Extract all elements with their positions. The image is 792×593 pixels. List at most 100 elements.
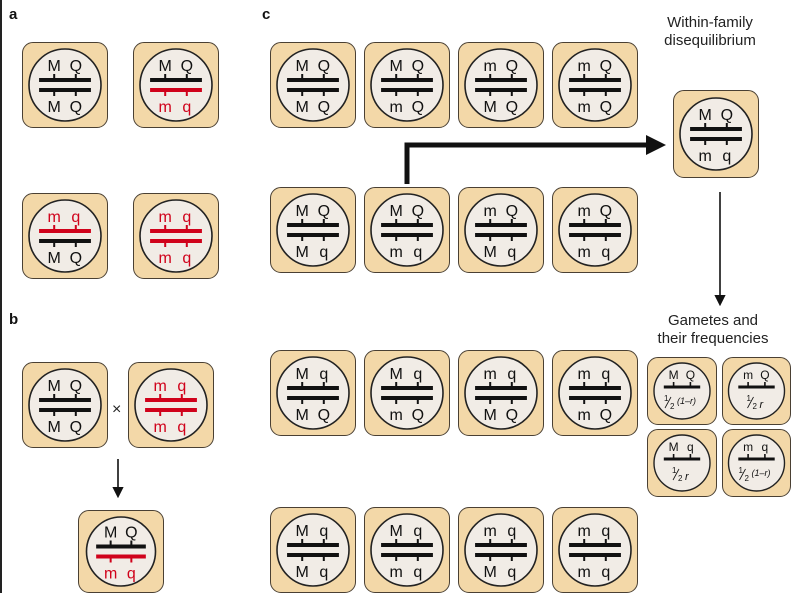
allele-top-left: M [48, 58, 61, 75]
allele-top-left: M [390, 203, 403, 220]
allele-bottom-right: Q [412, 99, 424, 116]
nucleus [558, 356, 632, 430]
freq-numerator: 1 [664, 394, 669, 403]
allele-bottom-left: m [390, 244, 403, 261]
allele-top-right: q [413, 366, 422, 383]
allele-top-right: Q [70, 58, 82, 75]
nucleus [558, 48, 632, 122]
freq-denominator: 2 [753, 402, 758, 411]
allele-bottom-right: q [413, 564, 422, 581]
allele-top-left: m [578, 58, 591, 75]
allele-bottom-right: Q [506, 99, 518, 116]
allele-bottom-left: m [578, 99, 591, 116]
allele-top-left: M [104, 525, 117, 542]
nucleus [558, 193, 632, 267]
allele-bottom-left: M [484, 99, 497, 116]
allele-top-right: q [601, 523, 610, 540]
allele-bottom-left: M [296, 244, 309, 261]
allele-bottom-right: q [182, 99, 191, 116]
allele-right: q [762, 440, 769, 454]
nucleus [276, 356, 350, 430]
nucleus [727, 362, 786, 420]
allele-top-right: Q [181, 58, 193, 75]
arrow-to-within-family [404, 135, 666, 184]
allele-right: Q [760, 368, 769, 382]
allele-bottom-right: Q [600, 99, 612, 116]
allele-top-right: Q [600, 58, 612, 75]
within-family-caption-line2: disequilibrium [664, 32, 756, 49]
freq-denominator: 2 [745, 474, 750, 483]
allele-top-right: q [319, 366, 328, 383]
nucleus [370, 356, 444, 430]
allele-right: q [687, 440, 694, 454]
allele-top-left: M [296, 58, 309, 75]
nucleus [85, 516, 157, 587]
allele-top-right: Q [506, 58, 518, 75]
nucleus [370, 193, 444, 267]
allele-bottom-left: m [390, 99, 403, 116]
allele-top-right: Q [412, 58, 424, 75]
allele-top-left: m [484, 523, 497, 540]
allele-top-right: q [413, 523, 422, 540]
nucleus [28, 199, 102, 273]
within-family-caption-line1: Within-family [667, 14, 753, 31]
freq-slash [739, 468, 746, 481]
allele-top-left: m [154, 378, 167, 395]
allele-bottom-right: q [507, 244, 516, 261]
allele-bottom-left: M [48, 99, 61, 116]
nucleus [464, 356, 538, 430]
allele-top-right: Q [506, 203, 518, 220]
allele-left: M [669, 440, 679, 454]
allele-bottom-left: M [484, 564, 497, 581]
panel-label-c: c [262, 6, 271, 23]
allele-bottom-left: M [296, 407, 309, 424]
allele-bottom-right: q [413, 244, 422, 261]
allele-bottom-right: Q [70, 250, 82, 267]
allele-bottom-left: m [578, 244, 591, 261]
allele-bottom-left: m [104, 565, 117, 582]
allele-top-right: q [71, 209, 80, 226]
allele-top-left: M [296, 203, 309, 220]
freq-denominator: 2 [678, 474, 683, 483]
allele-top-left: M [296, 523, 309, 540]
nucleus [727, 434, 786, 492]
allele-top-left: m [159, 209, 172, 226]
freq-term: r [685, 471, 690, 483]
allele-bottom-right: q [601, 564, 610, 581]
nucleus [370, 48, 444, 122]
allele-top-right: q [507, 523, 516, 540]
cross-symbol: × [112, 401, 122, 418]
allele-top-right: q [319, 523, 328, 540]
allele-top-right: Q [318, 58, 330, 75]
allele-bottom-left: m [159, 99, 172, 116]
nucleus [28, 48, 102, 122]
nucleus [276, 48, 350, 122]
allele-left: M [669, 368, 679, 382]
nucleus [558, 513, 632, 587]
allele-top-right: q [601, 366, 610, 383]
nucleus [139, 199, 213, 273]
freq-term: (1–r) [752, 468, 771, 478]
nucleus [28, 368, 102, 442]
freq-numerator: 1 [672, 466, 677, 475]
allele-bottom-left: m [159, 250, 172, 267]
allele-bottom-left: m [578, 564, 591, 581]
freq-term: (1–r) [677, 396, 696, 406]
allele-bottom-right: Q [70, 419, 82, 436]
nucleus [134, 368, 208, 442]
allele-bottom-left: M [296, 564, 309, 581]
allele-top-right: Q [318, 203, 330, 220]
